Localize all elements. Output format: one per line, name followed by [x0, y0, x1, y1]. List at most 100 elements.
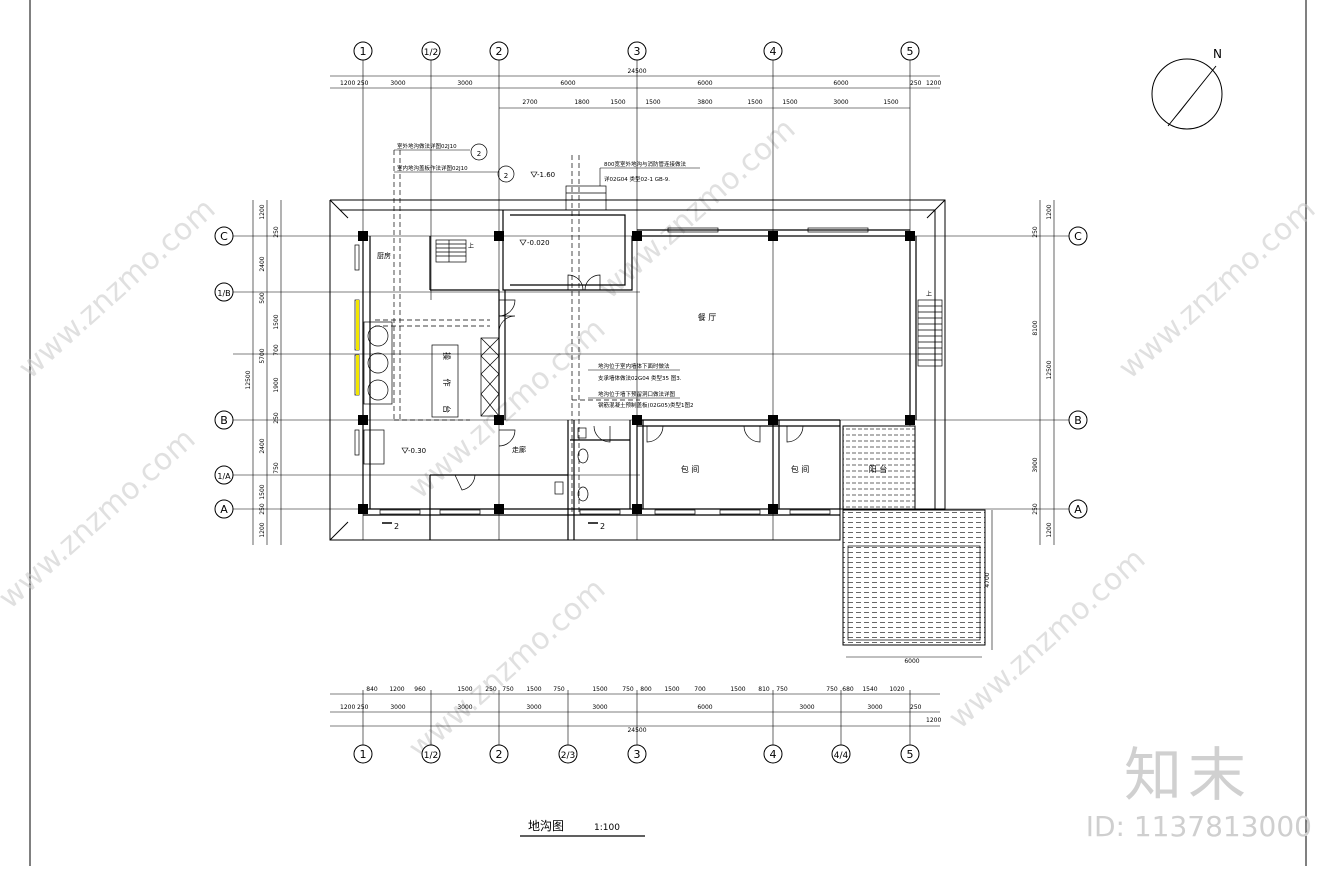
- svg-text:A: A: [1074, 503, 1082, 516]
- svg-text:C: C: [1074, 230, 1082, 243]
- dim-label: 1500: [747, 99, 762, 106]
- axis-bubble: 3: [627, 744, 647, 764]
- axis-bubble: A: [214, 499, 234, 519]
- dim-label: 500: [259, 292, 266, 304]
- dim-label: 1500: [782, 99, 797, 106]
- svg-text:C: C: [220, 230, 228, 243]
- level-mark: -0.020: [527, 239, 550, 247]
- dim-label: 1200: [926, 717, 941, 724]
- axis-bubble: 1: [353, 41, 373, 61]
- dim-label: 1500: [664, 686, 679, 693]
- svg-text:1/2: 1/2: [424, 48, 438, 58]
- dim-label: 840: [366, 686, 378, 693]
- bottom-axis-bubbles: 1 1/2 2 2/3 3 4 4/4 5: [353, 744, 920, 764]
- svg-text:1/2: 1/2: [424, 751, 438, 761]
- dim-label: 750: [553, 686, 565, 693]
- axis-bubble: C: [214, 226, 234, 246]
- dim-label: 1200: [259, 204, 266, 219]
- axis-bubble: 2: [489, 744, 509, 764]
- dim-label: 250: [910, 80, 922, 87]
- drawing-scale: 1:100: [594, 823, 620, 833]
- dim-label: 3000: [390, 80, 405, 87]
- dim-label: 1200: [1046, 204, 1053, 219]
- axis-bubble: 4: [763, 744, 783, 764]
- svg-text:2: 2: [496, 45, 503, 58]
- svg-text:1/B: 1/B: [217, 289, 230, 298]
- svg-text:4: 4: [770, 45, 777, 58]
- section-mark: 2: [394, 522, 399, 531]
- svg-text:A: A: [220, 503, 228, 516]
- room-label-private-2: 包 间: [791, 464, 810, 474]
- dim-label: 8100: [1032, 320, 1039, 335]
- dim-label: 1500: [645, 99, 660, 106]
- dim-label: 1500: [273, 314, 280, 329]
- room-labels: 餐 厅 包 间 包 间 阳 台 厨房 走廊 操 作 台 上 上: [377, 242, 932, 474]
- level-marks: -0.020 -0.30 -1.60: [401, 171, 555, 455]
- dim-label: 3800: [697, 99, 712, 106]
- dim-label: 3000: [457, 704, 472, 711]
- axis-bubble: B: [214, 410, 234, 430]
- outdoor-pit: [565, 185, 607, 211]
- brand-logo: 知末: [1123, 741, 1252, 809]
- dim-label: 3000: [526, 704, 541, 711]
- axis-bubble: A: [1068, 499, 1088, 519]
- dim-label: 800: [640, 686, 652, 693]
- dim-label: 1200: [259, 522, 266, 537]
- drawing-title-block: 地沟图 1:100: [520, 819, 645, 837]
- dim-label: 1540: [862, 686, 877, 693]
- dim-label: 3000: [390, 704, 405, 711]
- room-label-terrace: 阳 台: [869, 464, 888, 474]
- dim-label: 12500: [245, 370, 252, 389]
- stair-left: [435, 239, 467, 263]
- right-dimensions: 1200 250 8100 12500 3900 250 1200: [1032, 200, 1055, 545]
- axis-bubble: 3: [627, 41, 647, 61]
- dim-label: 1200: [389, 686, 404, 693]
- bottom-dimensions: 840 1200 960 1500 250 750 1500 750 1500 …: [330, 686, 941, 734]
- svg-text:5: 5: [907, 748, 914, 761]
- dim-label: 1200: [340, 704, 355, 711]
- watermark: www.znzmo.com: [592, 112, 802, 306]
- stair-right: [917, 299, 943, 367]
- dim-label: 750: [273, 462, 280, 474]
- axis-bubble: B: [1068, 410, 1088, 430]
- dim-label: 3000: [592, 704, 607, 711]
- row-axis-bubbles: C 1/B B 1/A A C B A: [214, 226, 1088, 519]
- axis-bubble: 4/4: [831, 744, 851, 764]
- dim-label: 1500: [730, 686, 745, 693]
- dim-label: 250: [1032, 226, 1039, 238]
- dim-label: 24500: [627, 727, 646, 734]
- detail-tag: 2: [477, 150, 481, 158]
- dim-label: 6000: [560, 80, 575, 87]
- dim-label: 1500: [259, 484, 266, 499]
- stair-up-label: 上: [468, 242, 474, 250]
- axis-bubble: 1/B: [214, 282, 234, 302]
- svg-text:4/4: 4/4: [834, 751, 849, 761]
- dim-label: 2700: [522, 99, 537, 106]
- svg-text:3: 3: [634, 748, 641, 761]
- axis-bubble: C: [1068, 226, 1088, 246]
- dim-label: 1500: [883, 99, 898, 106]
- svg-text:1/A: 1/A: [217, 472, 231, 481]
- top-dimensions: 24500 1200 250 3000 3000 6000 6000 6000 …: [330, 68, 941, 109]
- dim-label: 700: [694, 686, 706, 693]
- dim-label: 250: [357, 704, 369, 711]
- note-text: 室内地沟盖板作法详图02J10: [397, 164, 468, 172]
- dim-label: 250: [357, 80, 369, 87]
- dim-label: 250: [485, 686, 497, 693]
- svg-text:B: B: [1074, 414, 1082, 427]
- room-label-corridor: 走廊: [512, 445, 526, 454]
- note-text: 地沟位于室内墙体下面时做法: [598, 362, 670, 370]
- counter-label: 操 作 台: [442, 352, 452, 421]
- svg-text:B: B: [220, 414, 228, 427]
- dim-label: 6000: [904, 658, 919, 665]
- dim-label: 12500: [1046, 360, 1053, 379]
- level-mark: -1.60: [537, 171, 555, 179]
- dim-label: 1020: [889, 686, 904, 693]
- terrace-inner: [847, 545, 981, 641]
- kitchen-equipment: [363, 321, 589, 502]
- svg-text:2/3: 2/3: [561, 751, 575, 761]
- note-text: 800宽室外地沟与消防管连接做法: [604, 160, 686, 168]
- dim-label: 6000: [697, 80, 712, 87]
- stair-up-label: 上: [926, 290, 932, 298]
- dim-label: 1200: [1046, 522, 1053, 537]
